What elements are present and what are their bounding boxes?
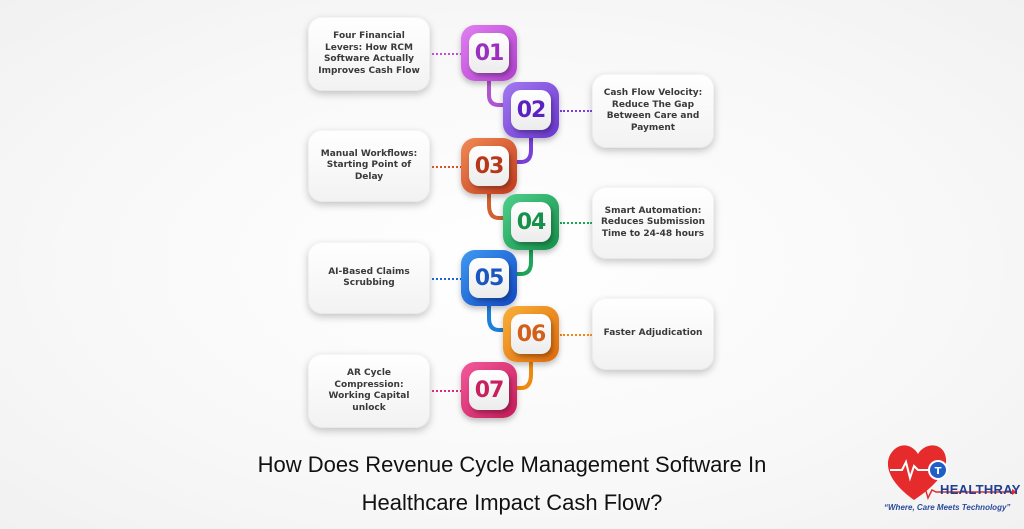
step-number-03: 03 (469, 146, 509, 186)
dotted-connector-05 (432, 278, 462, 280)
step-number-02: 02 (511, 90, 551, 130)
step-badge-06: 06 (503, 306, 559, 362)
step-card-04: Smart Automation: Reduces Submission Tim… (592, 187, 714, 259)
step-badge-03: 03 (461, 138, 517, 194)
step-label-04: Smart Automation: Reduces Submission Tim… (601, 205, 705, 239)
step-label-06: Faster Adjudication (603, 328, 703, 339)
step-label-07: AR Cycle Compression: Working Capital un… (328, 368, 410, 413)
step-card-06: Faster Adjudication (592, 298, 714, 370)
step-badge-04: 04 (503, 194, 559, 250)
dotted-connector-01 (432, 53, 462, 55)
step-badge-05: 05 (461, 250, 517, 306)
brand-tagline: “Where, Care Meets Technology” (884, 503, 1011, 512)
dotted-connector-06 (560, 334, 592, 336)
step-number-07: 07 (469, 370, 509, 410)
step-number-01: 01 (469, 33, 509, 73)
step-card-05: AI-Based Claims Scrubbing (308, 242, 430, 314)
step-number-05: 05 (469, 258, 509, 298)
step-label-05: AI-Based Claims Scrubbing (328, 266, 410, 289)
dotted-connector-04 (560, 222, 592, 224)
heart-pulse-icon: T (887, 445, 1017, 501)
page-title-line-2: Healthcare Impact Cash Flow? (361, 490, 663, 515)
svg-text:T: T (935, 466, 942, 477)
dotted-connector-02 (560, 110, 592, 112)
step-label-02: Cash Flow Velocity: Reduce The Gap Betwe… (603, 88, 703, 133)
step-badge-07: 07 (461, 362, 517, 418)
dotted-connector-07 (432, 390, 462, 392)
step-number-04: 04 (511, 202, 551, 242)
page-title-line-1: How Does Revenue Cycle Management Softwa… (257, 452, 767, 477)
brand-name: HEALTHRAY (940, 482, 1021, 497)
step-card-03: Manual Workflows: Starting Point of Dela… (308, 130, 430, 202)
step-badge-01: 01 (461, 25, 517, 81)
step-label-01: Four Financial Levers: How RCM Software … (318, 31, 420, 76)
step-card-01: Four Financial Levers: How RCM Software … (308, 17, 430, 91)
step-card-07: AR Cycle Compression: Working Capital un… (308, 354, 430, 428)
step-card-02: Cash Flow Velocity: Reduce The Gap Betwe… (592, 74, 714, 148)
dotted-connector-03 (432, 166, 462, 168)
step-badge-02: 02 (503, 82, 559, 138)
step-number-06: 06 (511, 314, 551, 354)
step-label-03: Manual Workflows: Starting Point of Dela… (320, 148, 418, 182)
